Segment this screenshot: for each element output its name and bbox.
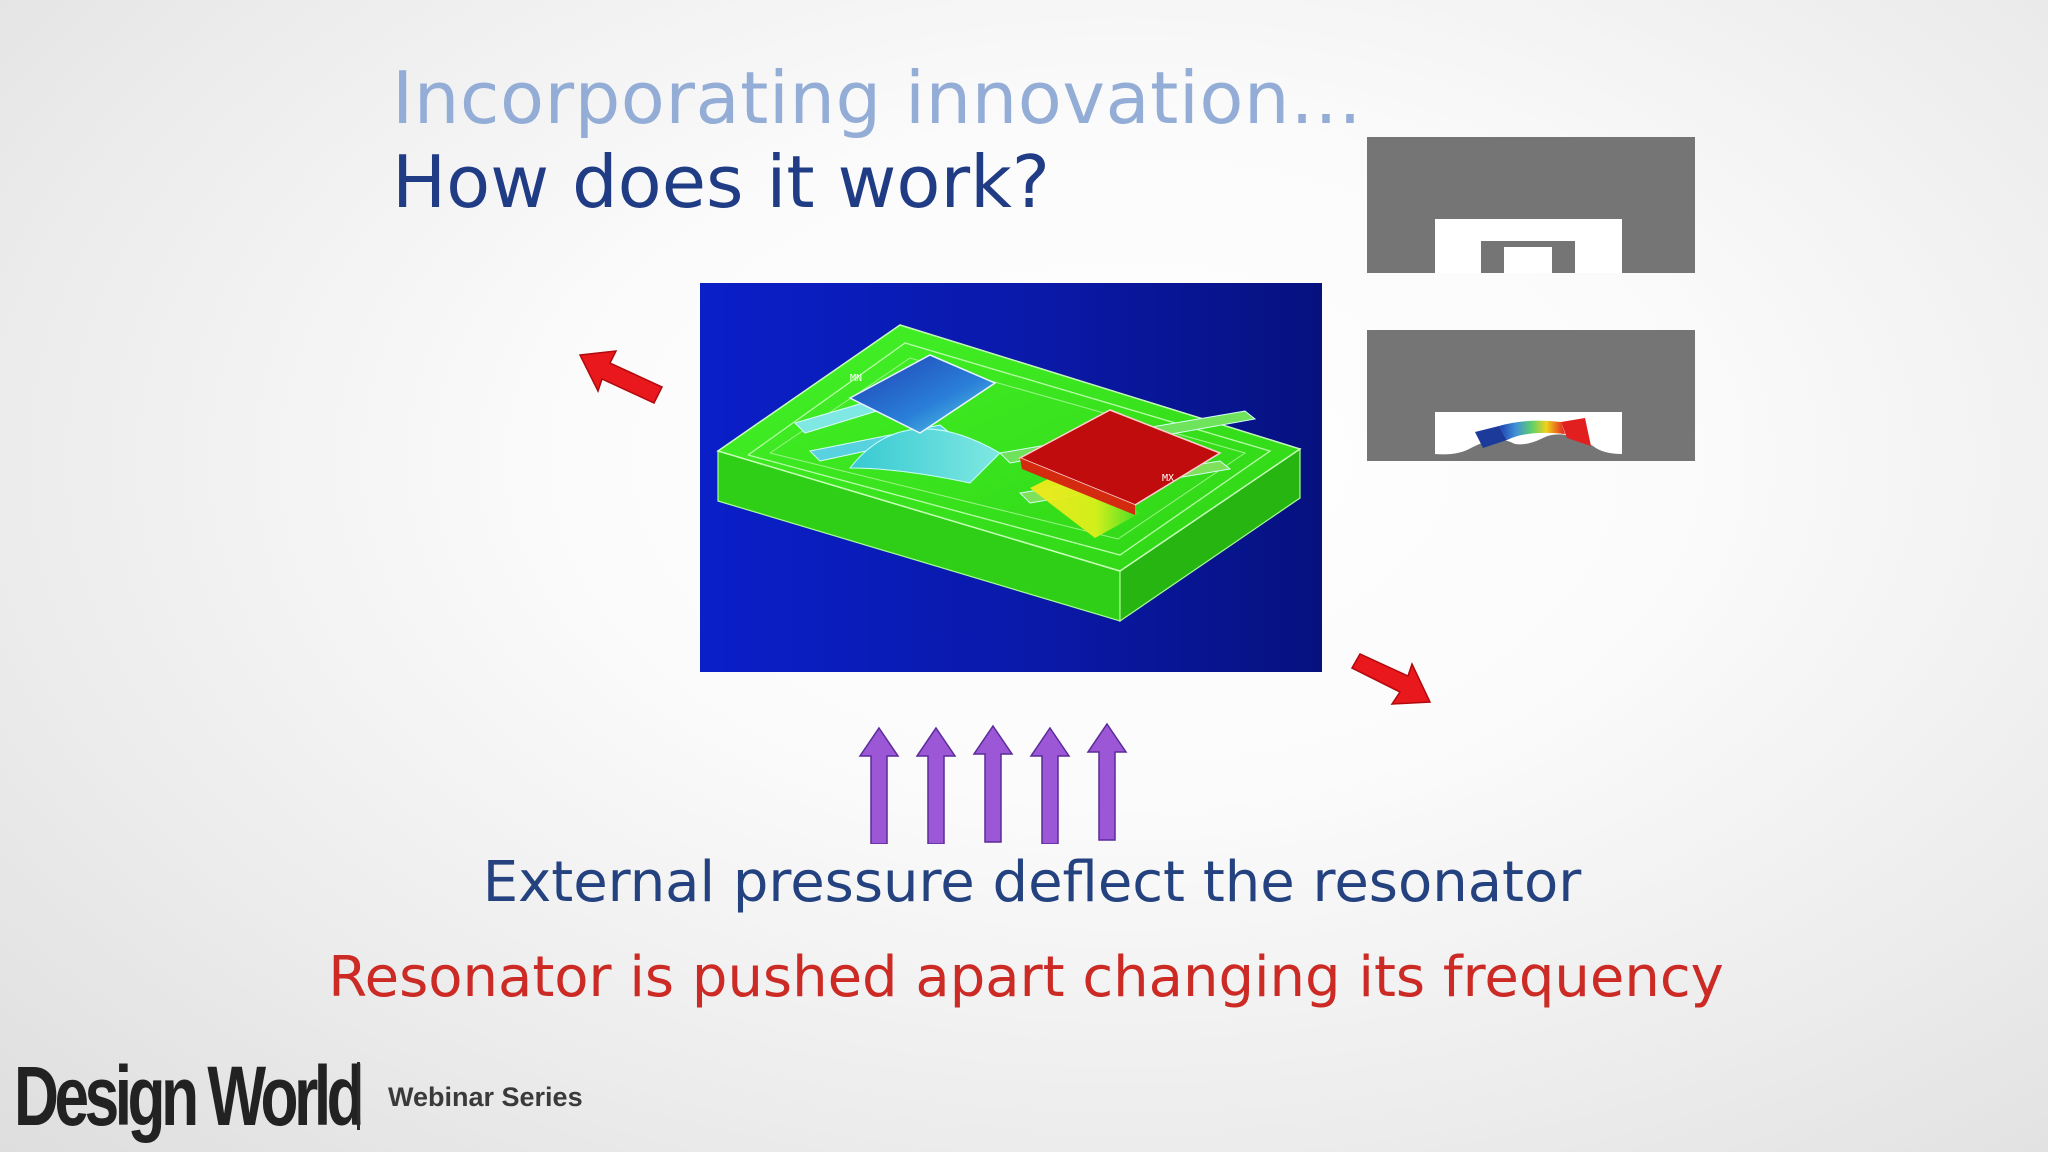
- design-world-logo: Design World: [14, 1049, 365, 1143]
- purple-up-arrow-icon: [972, 724, 1014, 843]
- fea-resonator-image: MN MX: [700, 283, 1322, 672]
- caption-pressure: External pressure deflect the resonator: [482, 850, 1582, 915]
- purple-up-arrow-icon: [858, 726, 900, 844]
- slide-title-line1: Incorporating innovation…: [392, 56, 1363, 140]
- red-arrow-icon: [578, 350, 664, 404]
- red-arrow-icon: [1350, 653, 1432, 705]
- cross-section-deformed: [1367, 330, 1695, 461]
- caption-frequency: Resonator is pushed apart changing its f…: [328, 945, 1724, 1010]
- fea-max-label: MX: [1162, 473, 1174, 484]
- purple-up-arrow-icon: [1086, 722, 1128, 841]
- purple-up-arrow-icon: [1029, 726, 1071, 844]
- fea-min-label: MN: [850, 373, 862, 384]
- footer-divider: [357, 1062, 360, 1130]
- pressure-arrows: [858, 722, 1128, 844]
- footer-series-label: Webinar Series: [388, 1082, 583, 1112]
- purple-up-arrow-icon: [915, 726, 957, 844]
- cross-section-undeformed: [1367, 137, 1695, 273]
- slide-title-line2: How does it work?: [392, 140, 1050, 224]
